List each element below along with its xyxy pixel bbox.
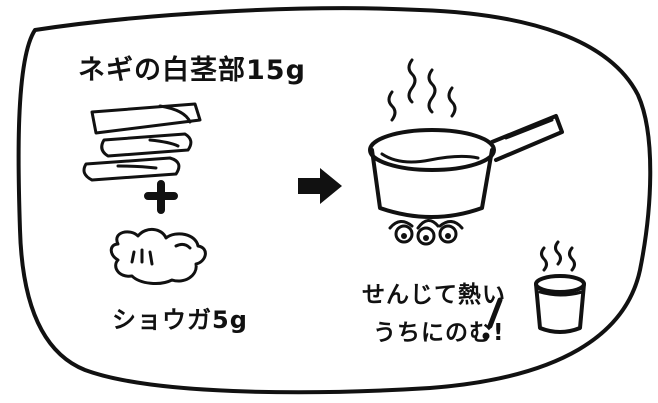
instruction-line-1: せんじて熱い [362,282,506,308]
ingredient-leek-label: ネギの白茎部15g [78,55,306,86]
cup-icon [534,240,586,334]
arrow-right-icon [298,168,342,204]
saucepan-icon [368,114,564,219]
ingredient-ginger-label: ショウガ5g [112,306,248,334]
exclamation-mark [482,297,503,340]
leek-icon [82,102,202,182]
steam-icon [387,58,457,122]
bubble-outline [16,6,653,395]
plus-icon [144,180,178,214]
stove-flame-icon [388,219,464,246]
ginger-icon [109,228,207,285]
instruction-line-2: うちにのむ! [373,320,505,346]
